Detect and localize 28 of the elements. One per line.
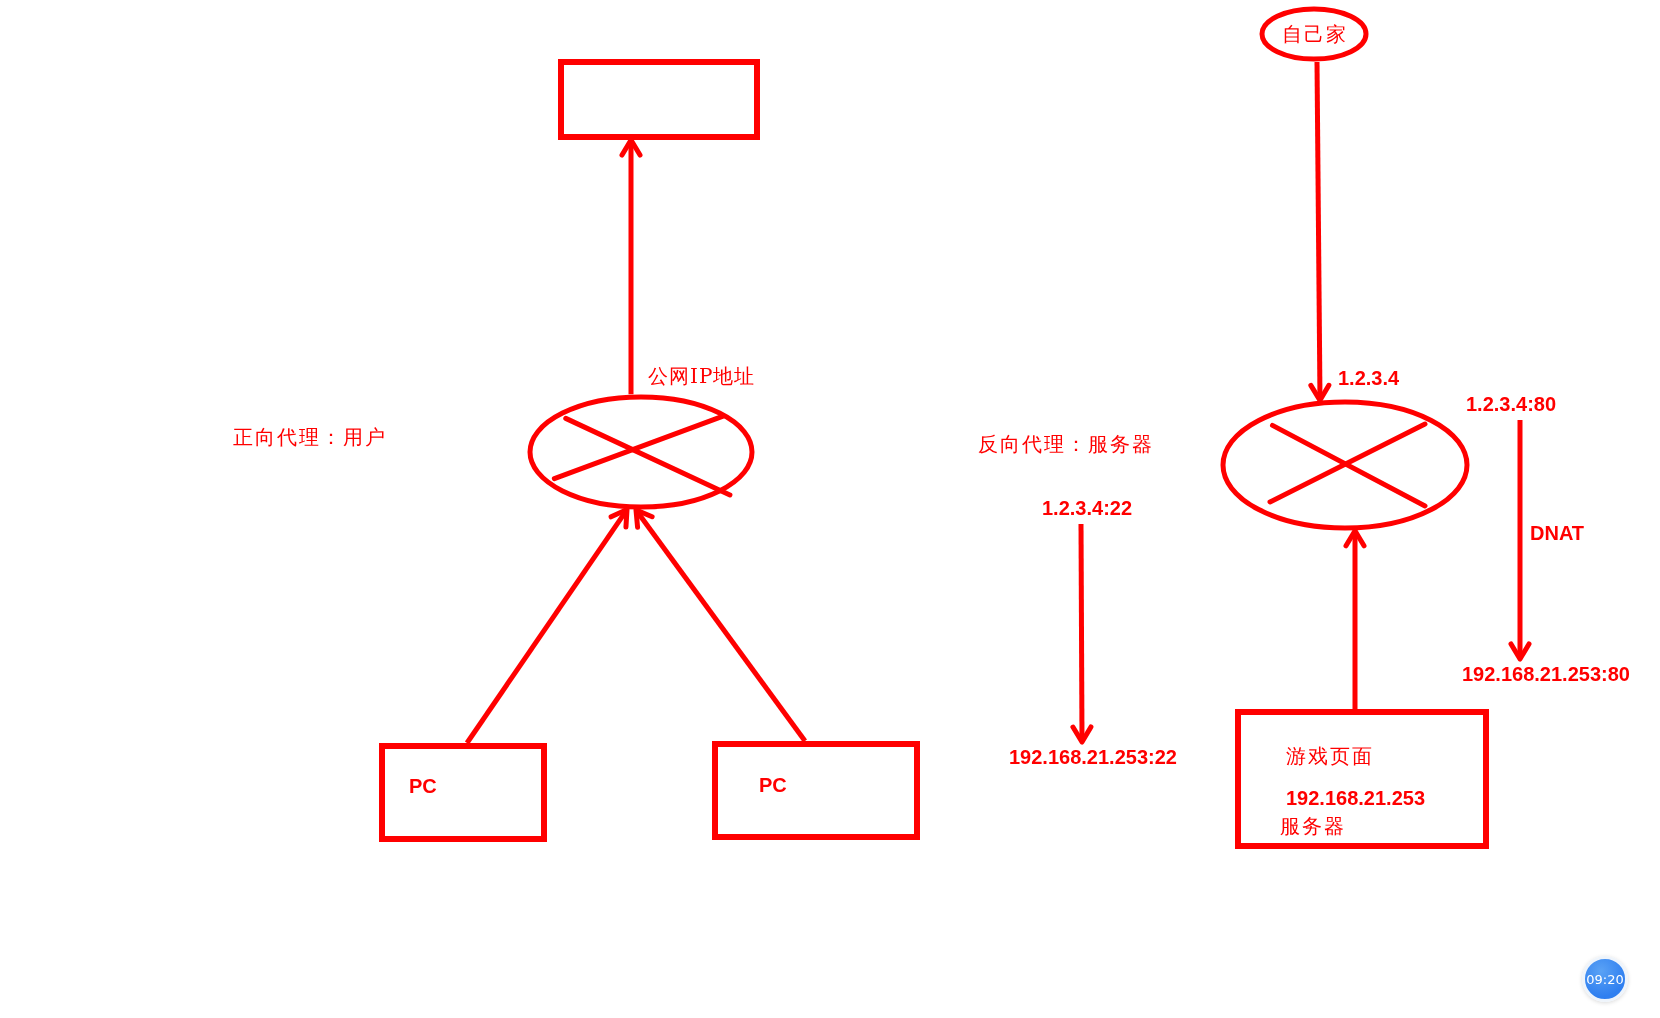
address-label: 192.168.21.253:22 bbox=[1009, 746, 1177, 769]
address-label: 1.2.3.4 bbox=[1338, 367, 1400, 390]
server-box bbox=[1235, 709, 1489, 849]
node-label: 游戏页面 bbox=[1286, 745, 1374, 768]
node-label: 自己家 bbox=[1282, 22, 1348, 46]
node-label: PC bbox=[409, 775, 437, 798]
pc-box bbox=[379, 743, 547, 842]
arrow bbox=[619, 137, 643, 395]
arrow bbox=[1508, 420, 1532, 662]
arrow bbox=[1308, 61, 1332, 403]
empty-box bbox=[558, 59, 760, 140]
node-label: PC bbox=[759, 774, 787, 797]
time-widget: 09:20 bbox=[1582, 956, 1628, 1002]
pc-box bbox=[712, 741, 920, 840]
ip-address: 192.168.21.253 bbox=[1286, 787, 1426, 810]
arrow bbox=[633, 507, 807, 743]
router-symbol bbox=[527, 394, 755, 510]
address-label: 192.168.21.253:80 bbox=[1462, 663, 1630, 686]
location-ellipse bbox=[1259, 6, 1369, 62]
address-label: 1.2.3.4:80 bbox=[1466, 393, 1557, 416]
arrow bbox=[1070, 524, 1094, 745]
caption-text: 正向代理：用户 bbox=[233, 426, 387, 449]
address-label: 1.2.3.4:22 bbox=[1042, 497, 1133, 520]
arrow bbox=[464, 507, 630, 745]
node-label: 服务器 bbox=[1280, 815, 1346, 838]
arrow bbox=[1343, 528, 1367, 709]
caption-text: 反向代理：服务器 bbox=[978, 433, 1154, 456]
address-label: 公网IP地址 bbox=[648, 365, 756, 388]
